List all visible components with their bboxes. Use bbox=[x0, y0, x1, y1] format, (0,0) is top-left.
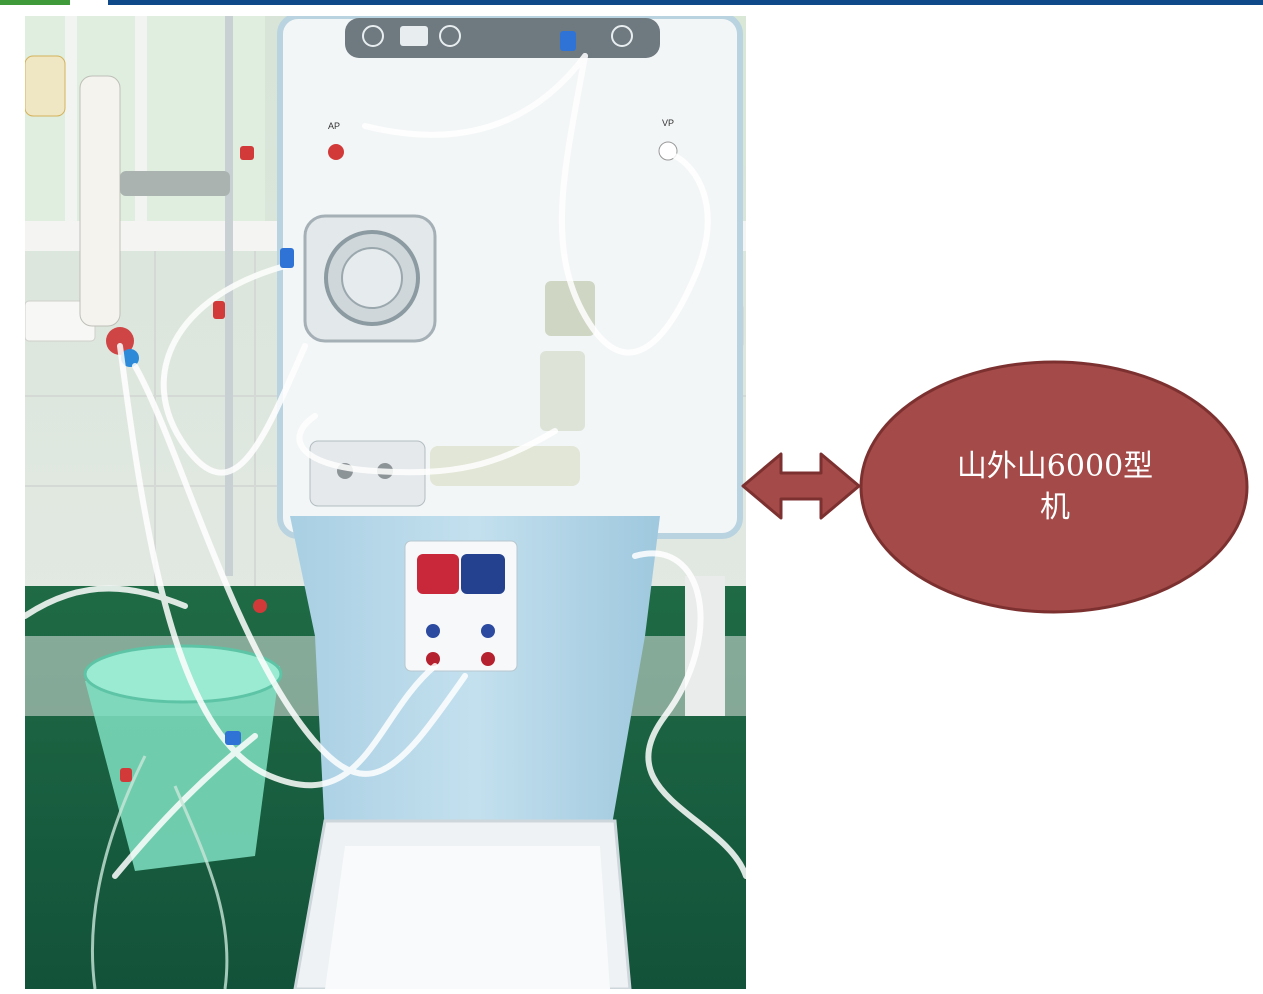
callout-ellipse bbox=[859, 360, 1249, 614]
double-arrow-icon bbox=[741, 452, 861, 520]
callout-line-1: 山外山6000型 bbox=[956, 449, 1154, 484]
dialysis-machine-photo: AP VP bbox=[25, 16, 746, 989]
vp-port-label: VP bbox=[662, 118, 674, 128]
callout-line-2: 机 bbox=[1040, 490, 1070, 525]
top-accent-bar bbox=[0, 0, 1263, 5]
top-bar-blue-segment bbox=[108, 0, 1263, 5]
callout-label: 山外山6000型 机 bbox=[905, 446, 1205, 528]
ap-port-label: AP bbox=[328, 121, 340, 131]
top-bar-green-segment bbox=[0, 0, 70, 5]
